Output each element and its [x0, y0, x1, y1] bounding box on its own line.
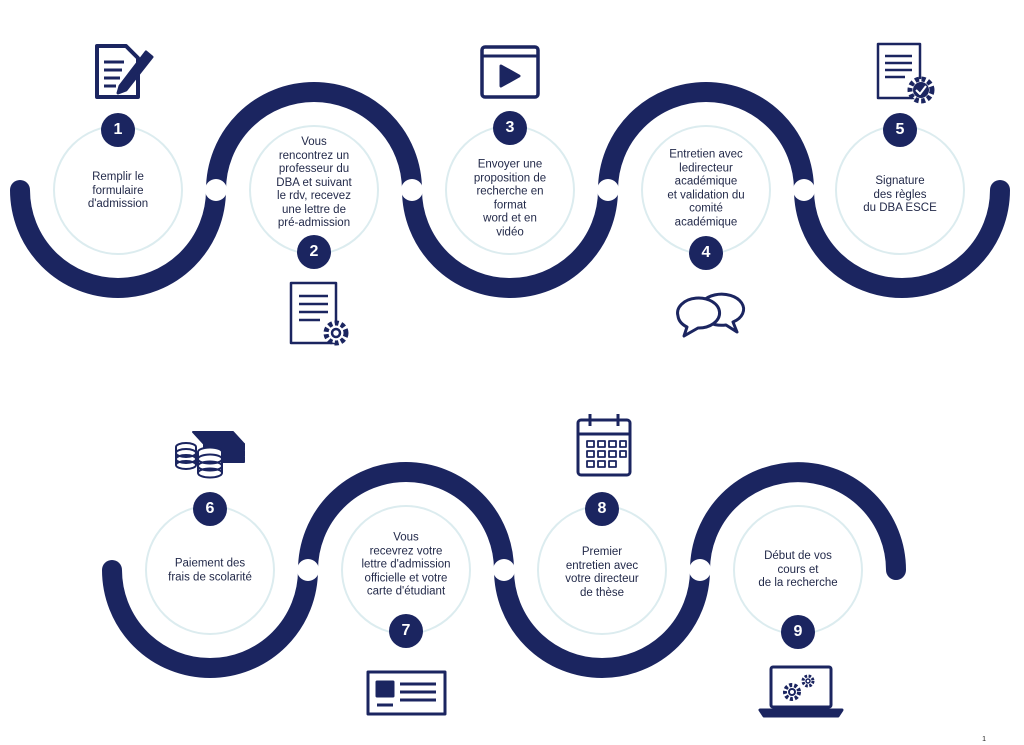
- step-3-text: Envoyer une proposition de recherche en …: [473, 158, 547, 239]
- step-5-number: 5: [883, 113, 917, 147]
- step-3-number: 3: [493, 111, 527, 145]
- step-9-number: 9: [781, 615, 815, 649]
- step-8-text: Premier entretien avec votre directeur d…: [565, 546, 639, 599]
- laptop-gears-icon: [758, 665, 844, 718]
- step-8-number: 8: [585, 492, 619, 526]
- step-6-text: Paiement des frais de scolarité: [168, 557, 252, 584]
- chat-bubbles-icon: [676, 292, 746, 338]
- step-2-number: 2: [297, 235, 331, 269]
- step-7-number: 7: [389, 614, 423, 648]
- step-1-number: 1: [101, 113, 135, 147]
- step-4-text: Entretien avec ledirecteur académique et…: [667, 148, 745, 229]
- video-player-icon: [480, 45, 540, 99]
- step-1-text: Remplir le formulaire d'admission: [87, 170, 149, 210]
- form-pen-icon: [95, 44, 154, 99]
- step-9-text: Début de vos cours et de la recherche: [758, 549, 838, 589]
- connector-dot: [689, 559, 711, 581]
- document-check-gear-icon: [876, 42, 935, 104]
- connector-dot: [401, 179, 423, 201]
- connector-dot: [493, 559, 515, 581]
- connector-dot: [297, 559, 319, 581]
- connector-dot: [597, 179, 619, 201]
- connector-dot: [793, 179, 815, 201]
- timeline-path-top: [10, 82, 1010, 298]
- step-7-text: Vous recevrez votre lettre d'admission o…: [361, 531, 451, 598]
- step-5-text: Signature des règles du DBA ESCE: [863, 174, 937, 214]
- step-6-number: 6: [193, 492, 227, 526]
- calendar-icon: [576, 414, 632, 477]
- document-gear-icon: [289, 281, 349, 346]
- step-4-number: 4: [689, 236, 723, 270]
- step-2-text: Vous rencontrez un professeur du DBA et …: [276, 135, 352, 229]
- id-card-icon: [366, 670, 447, 716]
- connector-dots: [205, 179, 815, 581]
- money-coins-icon: [175, 431, 245, 479]
- step-rings: [53, 125, 965, 635]
- connector-dot: [205, 179, 227, 201]
- page-number: 1: [982, 736, 986, 743]
